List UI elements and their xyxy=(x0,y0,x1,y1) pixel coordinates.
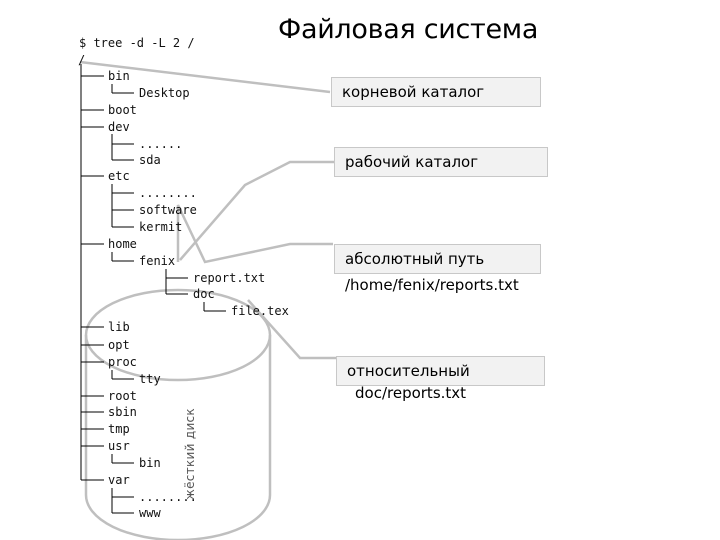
relative-path-value: doc/reports.txt xyxy=(355,384,467,402)
tree-node-tty: tty xyxy=(139,372,161,386)
callout-relative-path: относительный xyxy=(336,356,545,386)
tree-node-tmp: tmp xyxy=(108,422,130,436)
tree-node-sbin: sbin xyxy=(108,405,137,419)
callout-root-directory: корневой каталог xyxy=(331,77,541,107)
tree-node-report: report.txt xyxy=(193,271,266,285)
connector-abs-path xyxy=(176,204,333,264)
tree-node-desktop: Desktop xyxy=(139,86,190,100)
tree-node-var: var xyxy=(108,473,130,487)
tree-node-boot: boot xyxy=(108,103,137,117)
tree-node-proc: proc xyxy=(108,355,137,369)
connector-rel-path xyxy=(247,299,338,360)
tree-node-doc: doc xyxy=(193,287,215,301)
tree-node-usr-bin: bin xyxy=(139,456,161,470)
tree-node-etc: etc xyxy=(108,169,130,183)
tree-node-home: home xyxy=(108,237,137,251)
tree-node-bin: bin xyxy=(108,69,130,83)
tree-node-kermit: kermit xyxy=(139,220,183,234)
callout-absolute-path: абсолютный путь xyxy=(334,244,541,274)
connector-work-dir xyxy=(179,160,335,261)
tree-root: / xyxy=(78,53,86,67)
tree-node-software: software xyxy=(139,203,197,217)
connector-root xyxy=(79,60,331,94)
tree-node-lib: lib xyxy=(108,320,130,334)
disk-label: жёсткий диск xyxy=(183,408,197,500)
tree-node-var-dots: ........ xyxy=(139,490,197,504)
tree-node-usr: usr xyxy=(108,439,130,453)
absolute-path-value: /home/fenix/reports.txt xyxy=(345,276,519,294)
page-title: Файловая система xyxy=(278,14,539,45)
tree-node-fenix: fenix xyxy=(139,254,176,268)
tree-node-root: root xyxy=(108,389,137,403)
tree-node-opt: opt xyxy=(108,338,130,352)
tree-command: $ tree -d -L 2 / xyxy=(79,36,195,50)
tree-node-file-tex: file.tex xyxy=(231,304,289,318)
tree-node-etc-dots: ........ xyxy=(139,186,197,200)
tree-node-sda: sda xyxy=(139,153,161,167)
tree-node-dev: dev xyxy=(108,120,130,134)
tree-node-www: www xyxy=(139,506,161,520)
tree-node-dev-dots: ...... xyxy=(139,137,183,151)
tree-branches xyxy=(80,64,226,514)
callout-working-directory: рабочий каталог xyxy=(334,147,548,177)
